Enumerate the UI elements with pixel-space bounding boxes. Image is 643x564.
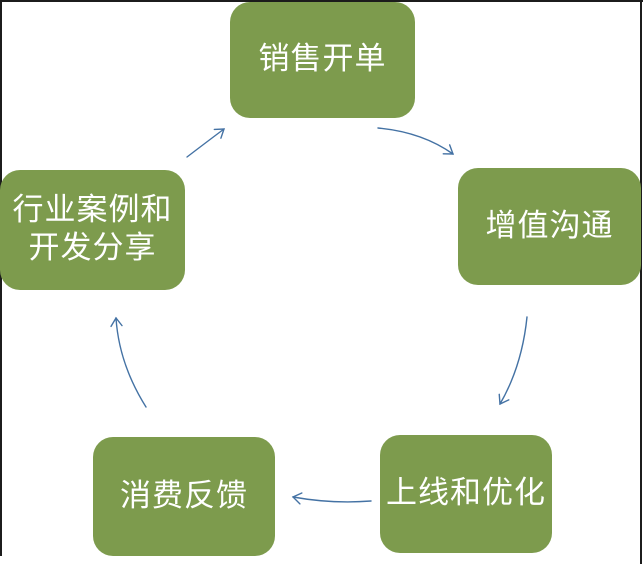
- node-label: 消费反馈: [120, 477, 248, 514]
- node-consumer-feedback: 消费反馈: [93, 437, 275, 556]
- arrow-left-to-top: [186, 128, 225, 158]
- node-label: 增值沟通: [485, 207, 614, 244]
- node-label: 上线和优化: [386, 475, 546, 512]
- node-value-added-communication: 增值沟通: [458, 168, 641, 285]
- node-label-line2: 开发分享: [28, 230, 157, 266]
- node-industry-cases-and-dev-sharing: 行业案例和 开发分享: [0, 170, 185, 290]
- node-launch-and-optimization: 上线和优化: [380, 435, 552, 553]
- arrow-right-to-bottom-right: [498, 316, 528, 406]
- arrow-top-to-right: [377, 127, 455, 155]
- frame-border-right: [640, 0, 642, 564]
- node-sales-billing: 销售开单: [230, 2, 415, 118]
- arrow-bottom-right-to-bottom-left: [291, 492, 372, 505]
- frame-border-top: [0, 0, 643, 2]
- node-label-line1: 行业案例和: [12, 192, 173, 229]
- node-label: 销售开单: [258, 41, 387, 78]
- arrow-bottom-left-to-left: [110, 316, 147, 408]
